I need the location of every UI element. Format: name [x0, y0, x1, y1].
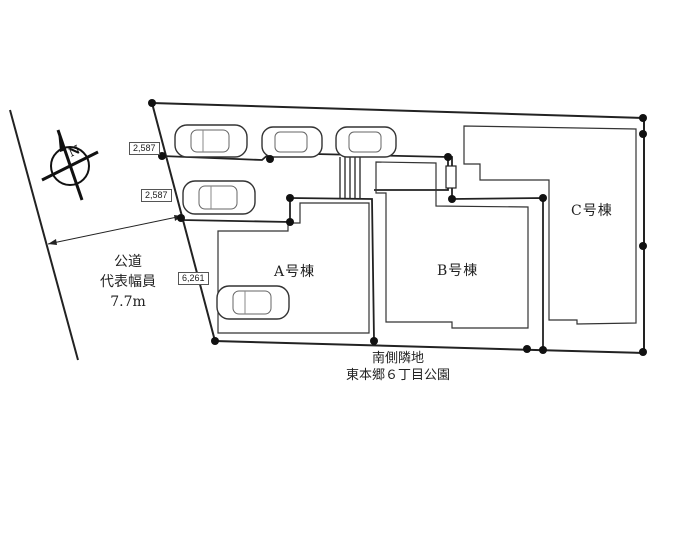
road-label-line1: 公道 [114, 254, 142, 270]
south-label-line1: 南側隣地 [371, 351, 424, 366]
building-a [217, 202, 370, 334]
north-compass-icon [41, 129, 99, 201]
car-4 [182, 180, 256, 215]
road-edge-line [9, 109, 79, 361]
north-letter: N [66, 142, 82, 159]
car-1 [174, 124, 248, 158]
car-2 [261, 126, 323, 158]
dimension-tag-top: 2,587 [129, 142, 160, 155]
road-label-line3: 7.7m [110, 294, 146, 310]
parking-divider-lower [179, 217, 291, 223]
boundary-markers [148, 99, 647, 356]
lot-a-boundary [289, 197, 375, 341]
car-3 [335, 126, 397, 158]
building-c [463, 125, 637, 325]
building-c-label: C号棟 [571, 203, 613, 219]
south-label-line2: 東本郷６丁目公園 [345, 368, 450, 383]
meter-box [445, 165, 457, 189]
south-neighbor-label: 南側隣地 東本郷６丁目公園 [318, 350, 478, 384]
building-b [375, 161, 529, 329]
road-label-line2: 代表幅員 [100, 274, 156, 290]
car-5 [216, 285, 290, 320]
lot-b-boundary [374, 156, 544, 350]
building-a-label: A号棟 [274, 264, 316, 280]
road-width-arrow [47, 215, 183, 245]
road-label: 公道 代表幅員 7.7m [88, 252, 168, 312]
dimension-tag-bottom: 6,261 [178, 272, 209, 285]
dimension-tag-middle: 2,587 [141, 189, 172, 202]
utility-lines [339, 157, 361, 199]
building-b-label: B号棟 [437, 263, 479, 279]
